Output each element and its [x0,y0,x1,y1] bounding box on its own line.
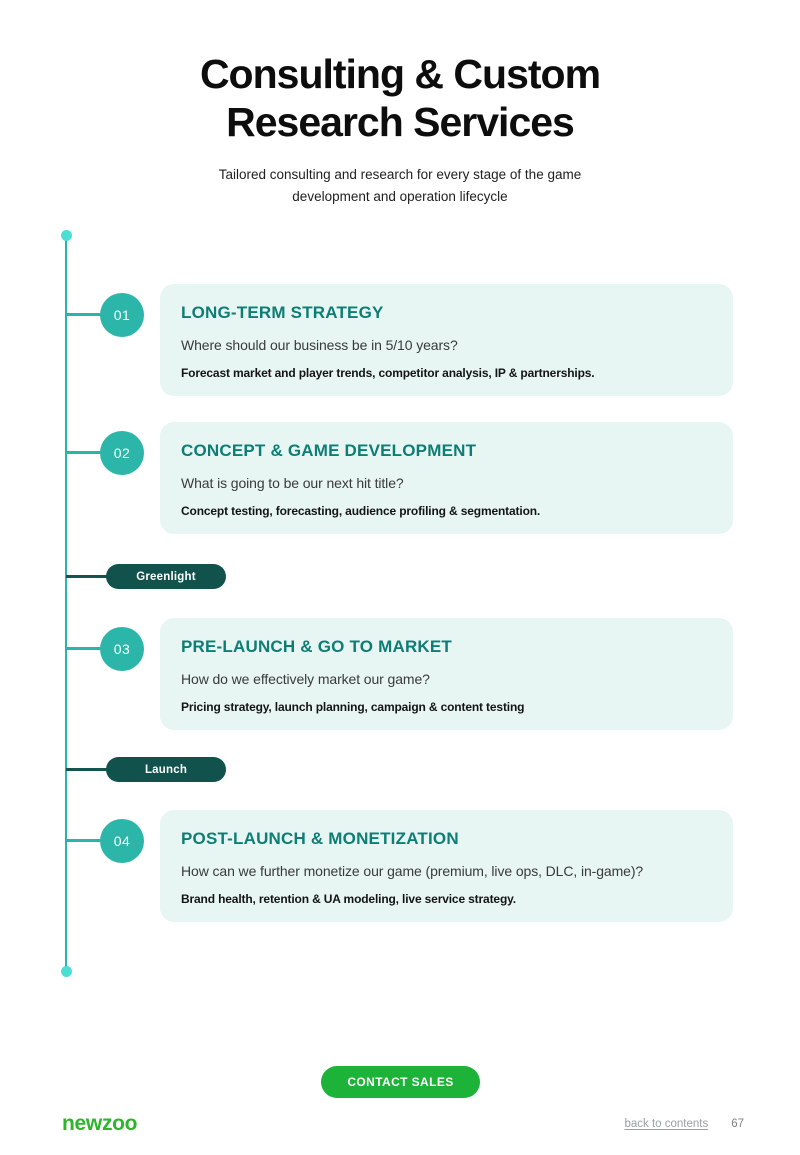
stage-card-post-launch-monetization: POST-LAUNCH & MONETIZATION How can we fu… [160,810,733,922]
stage-2-number-badge: 02 [100,431,144,475]
page-title-line2: Research Services [226,99,575,146]
newzoo-logo: newzoo [62,1112,138,1135]
stage-3-question: How do we effectively market our game? [181,671,430,687]
stage-2-connector [66,451,122,454]
page-subtitle: Tailored consulting and research for eve… [218,167,582,204]
stage-3-title: PRE-LAUNCH & GO TO MARKET [181,637,453,656]
stage-1-title: LONG-TERM STRATEGY [181,303,384,322]
stage-2-question: What is going to be our next hit title? [181,475,404,491]
milestone-launch-pill: Launch [106,757,226,782]
back-to-contents-link[interactable]: back to contents [624,1118,709,1130]
stage-1-connector [66,313,122,316]
timeline-end-dot-icon [61,966,72,977]
page-number: 67 [731,1118,744,1130]
stage-4-title: POST-LAUNCH & MONETIZATION [181,829,459,848]
contact-sales-button[interactable]: CONTACT SALES [321,1066,480,1098]
page-title: Consulting & Custom Research Services [0,50,800,147]
stage-3-number-badge: 03 [100,627,144,671]
milestone-greenlight-pill: Greenlight [106,564,226,589]
timeline-line [65,236,67,972]
stage-3-detail: Pricing strategy, launch planning, campa… [181,700,525,714]
footer-right: back to contents 67 [624,1118,744,1130]
stage-4-question: How can we further monetize our game (pr… [181,863,644,879]
stage-2-detail: Concept testing, forecasting, audience p… [181,504,541,518]
stage-card-concept-game-development: CONCEPT & GAME DEVELOPMENT What is going… [160,422,733,534]
stage-card-long-term-strategy: LONG-TERM STRATEGY Where should our busi… [160,284,733,396]
page-title-line1: Consulting & Custom [199,51,601,97]
stage-4-detail: Brand health, retention & UA modeling, l… [181,892,516,906]
stage-card-pre-launch-go-to-market: PRE-LAUNCH & GO TO MARKET How do we effe… [160,618,733,730]
stage-1-question: Where should our business be in 5/10 yea… [181,337,458,353]
stage-1-detail: Forecast market and player trends, compe… [181,366,595,380]
stage-3-connector [66,647,122,650]
milestone-greenlight-connector [66,575,118,578]
stage-4-number-badge: 04 [100,819,144,863]
stage-2-title: CONCEPT & GAME DEVELOPMENT [181,441,477,460]
stage-4-connector [66,839,122,842]
stage-1-number-badge: 01 [100,293,144,337]
timeline-start-dot-icon [61,230,72,241]
milestone-launch-connector [66,768,118,771]
